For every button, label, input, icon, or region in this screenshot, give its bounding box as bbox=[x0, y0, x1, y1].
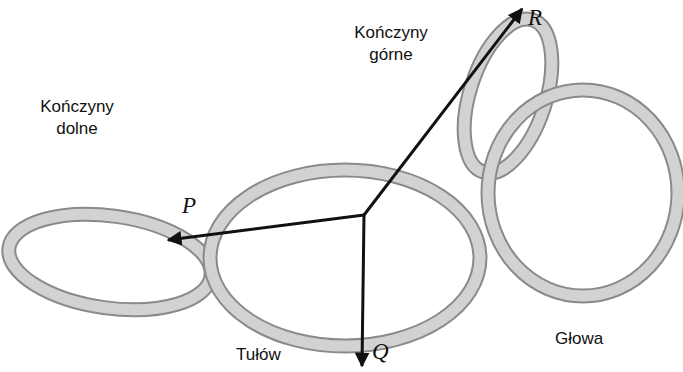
force-vectors bbox=[168, 9, 522, 366]
vector-label: R bbox=[528, 6, 542, 29]
part-label: Tułów bbox=[236, 344, 281, 366]
torso-ring bbox=[210, 170, 480, 346]
lower-limb-ring bbox=[3, 202, 218, 321]
vector-p bbox=[168, 215, 364, 240]
part-label: Kończyny dolne bbox=[22, 96, 132, 140]
head-ring bbox=[488, 90, 678, 296]
vector-label: Q bbox=[372, 340, 389, 363]
vector-q bbox=[362, 215, 364, 366]
vector-label: P bbox=[182, 194, 196, 217]
part-label: Kończyny górne bbox=[345, 22, 437, 66]
part-label: Głowa bbox=[555, 328, 603, 350]
